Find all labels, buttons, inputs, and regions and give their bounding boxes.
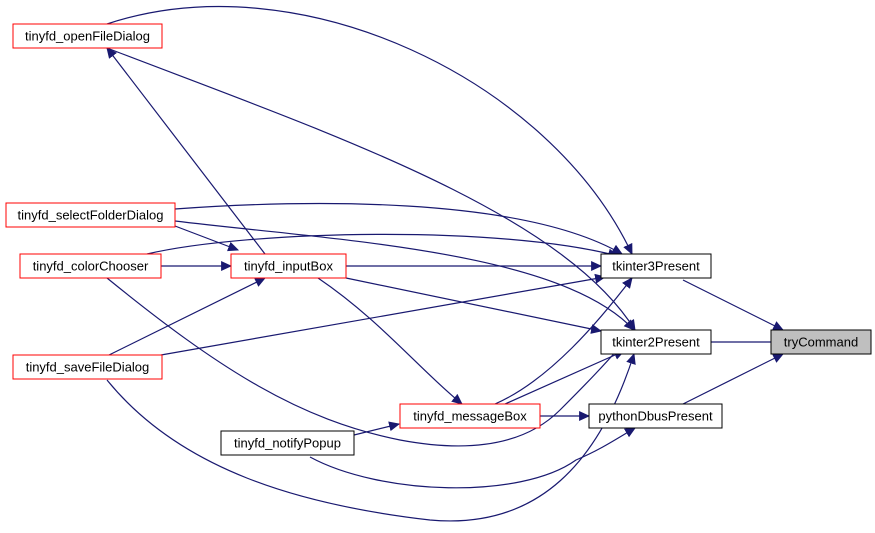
edge-selectfolder-to-inputbox [174, 225, 240, 252]
node-tinyfd-openfiledialog[interactable]: tinyfd_openFileDialog [12, 23, 163, 49]
edge-savefile-to-inputbox [106, 277, 266, 357]
node-tinyfd-colorchooser[interactable]: tinyfd_colorChooser [19, 253, 162, 279]
edge-inputbox-to-tkinter2 [345, 277, 603, 334]
edge-selectfolder-to-tkinter3 [174, 202, 623, 255]
edge-colorchooser-to-tkinter2 [106, 277, 635, 447]
node-trycommand-label: tryCommand [784, 335, 858, 350]
node-trycommand[interactable]: tryCommand [770, 329, 872, 355]
edge-openfile-to-tkinter3 [106, 5, 633, 255]
edge-inputbox-to-openfile [106, 47, 266, 255]
node-tkinter3present[interactable]: tkinter3Present [600, 253, 712, 279]
node-tkinter2present[interactable]: tkinter2Present [600, 329, 712, 355]
edges-layer [106, 5, 784, 522]
edge-selectfolder-to-tkinter2 [174, 220, 635, 331]
node-tinyfd-colorchooser-label: tinyfd_colorChooser [33, 259, 149, 274]
node-tinyfd-notifypopup-label: tinyfd_notifyPopup [234, 436, 341, 451]
nodes-layer: tryCommand tkinter3Present tkinter2Prese… [5, 23, 872, 456]
node-tinyfd-inputbox-label: tinyfd_inputBox [244, 259, 333, 274]
edge-colorchooser-to-tkinter3 [146, 233, 620, 259]
node-tinyfd-selectfolderdialog[interactable]: tinyfd_selectFolderDialog [5, 202, 176, 228]
node-tinyfd-messagebox-label: tinyfd_messageBox [413, 409, 527, 424]
edge-messagebox-to-tkinter2 [504, 350, 626, 405]
node-tinyfd-messagebox[interactable]: tinyfd_messageBox [399, 403, 541, 429]
edge-savefile-to-tkinter2 [106, 352, 636, 522]
node-pythondbuspresent[interactable]: pythonDbusPresent [588, 403, 723, 429]
edge-inputbox-to-messagebox [317, 277, 463, 405]
node-tinyfd-inputbox[interactable]: tinyfd_inputBox [230, 253, 347, 279]
edge-notifypopup-to-pydbus [309, 427, 636, 489]
edge-tkinter3-to-trycommand [682, 279, 784, 331]
node-tinyfd-selectfolderdialog-label: tinyfd_selectFolderDialog [18, 208, 164, 223]
edge-messagebox-to-tkinter3 [494, 277, 633, 405]
edge-openfile-to-tkinter2 [106, 47, 636, 331]
edge-notifypopup-to-messagebox [353, 421, 401, 436]
node-tinyfd-savefiledialog-label: tinyfd_saveFileDialog [26, 360, 150, 375]
node-tinyfd-notifypopup[interactable]: tinyfd_notifyPopup [220, 430, 355, 456]
node-tkinter2present-label: tkinter2Present [612, 335, 700, 350]
node-tinyfd-openfiledialog-label: tinyfd_openFileDialog [25, 29, 150, 44]
node-tinyfd-savefiledialog[interactable]: tinyfd_saveFileDialog [12, 354, 163, 380]
node-pythondbuspresent-label: pythonDbusPresent [598, 409, 713, 424]
edge-savefile-to-tkinter3 [160, 273, 607, 356]
edge-pydbus-to-trycommand [682, 353, 784, 405]
node-tkinter3present-label: tkinter3Present [612, 259, 700, 274]
